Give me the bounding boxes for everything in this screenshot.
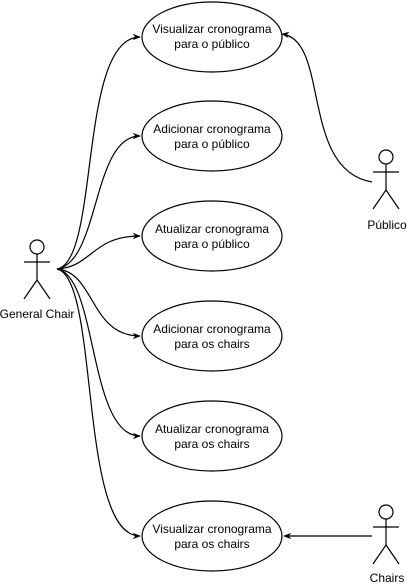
actor-head [29,239,45,255]
actor-publico-label: Público [367,218,407,232]
uc2-label-line1: Adicionar cronograma [153,122,271,136]
uc5-label-line2: para os chairs [174,437,249,451]
uc2-label-line2: para o público [174,137,250,151]
uc1-label-line2: para o público [174,37,250,51]
uc6-label-line1: Visualizar cronograma [152,522,271,536]
use-case-visualizar-publico[interactable] [141,1,283,73]
use-case-adicionar-publico[interactable] [141,100,283,172]
edge-publico-uc1 [281,31,373,183]
actor-general-chair-label: General Chair [0,307,74,321]
edge-general-chair-uc6 [56,268,141,540]
use-case-atualizar-chairs[interactable] [141,400,283,472]
use-case-atualizar-publico[interactable] [141,200,283,272]
edge-general-chair-uc3 [56,232,141,270]
actor-chairs[interactable] [372,504,400,565]
edge-general-chair-uc1 [56,33,141,270]
edge-general-chair-uc2 [56,132,141,270]
uc4-label-line2: para os chairs [174,337,249,351]
actor-general-chair[interactable] [23,239,51,300]
uc3-label-line1: Atualizar cronograma [155,222,269,236]
edge-general-chair-uc4 [56,268,141,340]
uc1-label-line1: Visualizar cronograma [152,22,271,36]
actor-head [378,149,394,165]
use-case-adicionar-chairs[interactable] [141,300,283,372]
uc3-label-line2: para o público [174,237,250,251]
use-case-visualizar-chairs[interactable] [141,500,283,572]
uc6-label-line2: para os chairs [174,537,249,551]
uc5-label-line1: Atualizar cronograma [155,422,269,436]
actor-head [378,504,394,520]
actor-publico[interactable] [372,149,400,210]
uc4-label-line1: Adicionar cronograma [153,322,271,336]
edge-general-chair-uc5 [56,268,141,440]
actor-chairs-label: Chairs [370,571,405,585]
